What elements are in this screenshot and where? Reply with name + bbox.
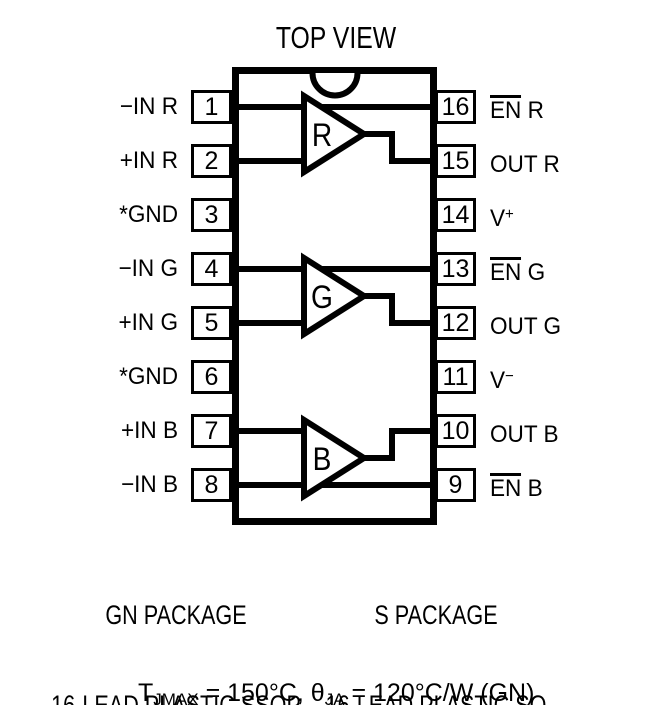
pin-label-4: −IN G: [118, 255, 178, 282]
pin-box-11: 11: [435, 360, 476, 394]
pin-box-6: 6: [191, 360, 232, 394]
amp-label-b: B: [312, 441, 332, 477]
pin-box-8: 8: [191, 468, 232, 502]
pin-label-9: EN B: [490, 473, 543, 502]
pin-label-16: EN R: [490, 95, 544, 124]
wire-out-r: [362, 131, 436, 164]
caption-s-package: S PACKAGE 16-LEAD PLASTIC SO: [300, 540, 572, 705]
pin-box-13: 13: [435, 252, 476, 286]
thermal-notes: TJMAX = 150°C, θJA = 120°C/W (GN) TJMAX …: [138, 618, 618, 705]
pin-box-1: 1: [191, 90, 232, 124]
pin-box-10: 10: [435, 414, 476, 448]
pin-box-15: 15: [435, 144, 476, 178]
caption-gn-line2: 16-LEAD PLASTIC SSOP: [51, 690, 301, 705]
pin-label-8: −IN B: [120, 471, 178, 498]
pin-box-2: 2: [191, 144, 232, 178]
pin-box-7: 7: [191, 414, 232, 448]
pin-box-5: 5: [191, 306, 232, 340]
pin-label-15: OUT R: [490, 151, 560, 178]
pin-label-7: +IN B: [120, 417, 178, 444]
amp-triangle-r: [301, 90, 370, 178]
diagram-title: TOP VIEW: [275, 20, 397, 55]
pin-label-5: +IN G: [118, 309, 178, 336]
pin-label-2: +IN R: [119, 147, 178, 174]
pin-label-12: OUT G: [490, 313, 562, 340]
pin1-notch: [309, 72, 361, 99]
wire-out-g: [362, 293, 436, 326]
pin-box-14: 14: [435, 198, 476, 232]
pin-label-3: *GND: [119, 201, 178, 228]
caption-s-line1: S PACKAGE: [374, 600, 498, 630]
pin-label-13: EN G: [490, 257, 546, 286]
pin-box-16: 16: [435, 90, 476, 124]
pin-label-1: −IN R: [119, 93, 178, 120]
wire-out-b: [362, 428, 436, 461]
amp-label-r: R: [311, 117, 333, 153]
pin-box-12: 12: [435, 306, 476, 340]
pin-label-6: *GND: [119, 363, 178, 390]
pin-box-9: 9: [435, 468, 476, 502]
pin-box-3: 3: [191, 198, 232, 232]
pin-label-14: V+: [490, 205, 514, 232]
pin-box-4: 4: [191, 252, 232, 286]
amp-triangle-g: [301, 252, 370, 340]
caption-gn-line1: GN PACKAGE: [105, 600, 247, 630]
amp-label-g: G: [311, 279, 333, 315]
thermal-note-gn: TJMAX = 150°C, θJA = 120°C/W (GN): [138, 679, 535, 705]
amp-triangle-b: [301, 414, 370, 502]
pin-label-10: OUT B: [490, 421, 559, 448]
caption-s-line2: 16-LEAD PLASTIC SO: [325, 690, 547, 705]
pin-label-11: V−: [490, 367, 514, 394]
caption-gn-package: GN PACKAGE 16-LEAD PLASTIC SSOP: [40, 540, 312, 705]
